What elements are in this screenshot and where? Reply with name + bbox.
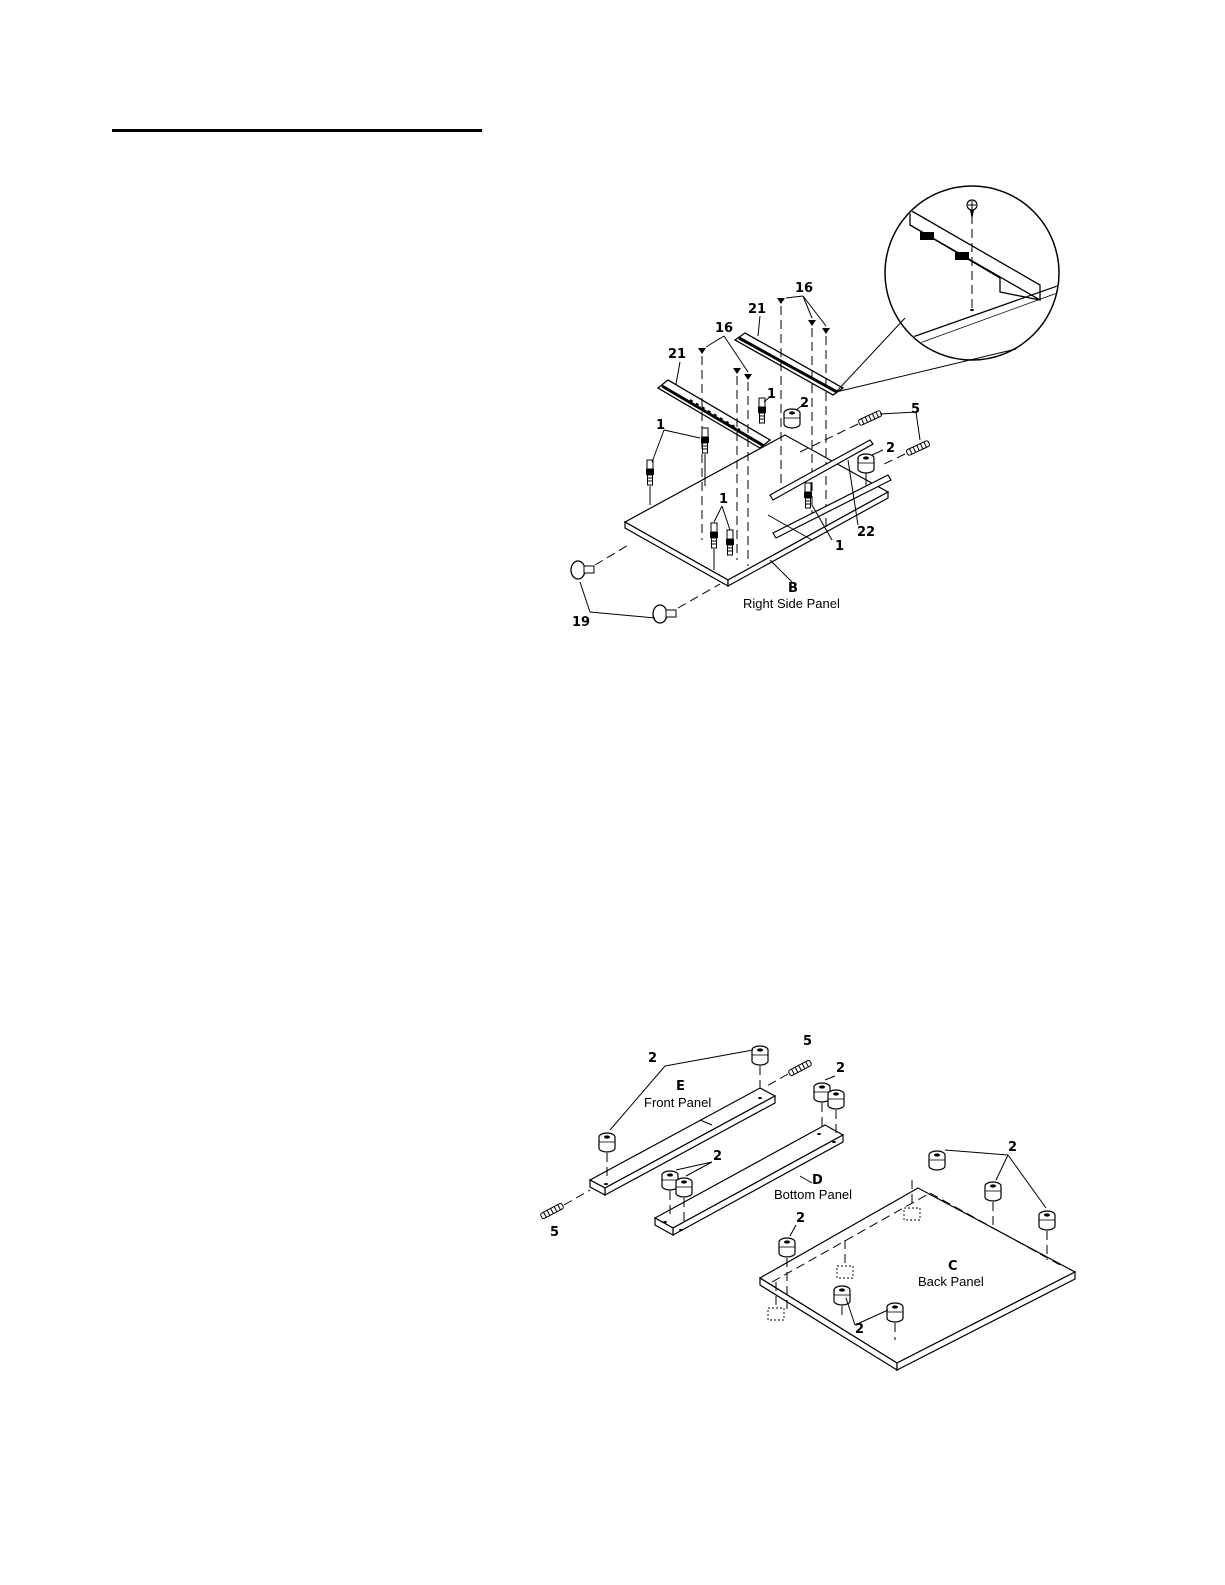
label-1-b: 1 xyxy=(767,387,776,402)
label-16-left: 16 xyxy=(715,321,733,336)
label-2-back-top: 2 xyxy=(1008,1140,1017,1155)
label-2-a: 2 xyxy=(800,396,809,411)
label-5-top: 5 xyxy=(803,1034,812,1049)
label-panel-b-letter: B xyxy=(788,581,798,596)
label-1-a: 1 xyxy=(656,418,665,433)
figure-right-side-panel: 16 16 21 21 1 1 1 1 2 2 5 22 19 B Right … xyxy=(571,186,1060,630)
label-2-front-left: 2 xyxy=(648,1051,657,1066)
label-2-back-left: 2 xyxy=(796,1211,805,1226)
label-19: 19 xyxy=(572,615,590,630)
label-1-d: 1 xyxy=(835,539,844,554)
label-21-left: 21 xyxy=(668,347,686,362)
label-1-c: 1 xyxy=(719,492,728,507)
figure-front-bottom-back-panels: 2 2 2 2 2 2 5 5 E Front Panel D Bottom P… xyxy=(540,1034,1075,1370)
drawer-slide-left xyxy=(658,380,770,448)
label-panel-e-name: Front Panel xyxy=(644,1095,711,1110)
label-22: 22 xyxy=(857,525,875,540)
drawer-slide-right xyxy=(735,333,843,395)
label-panel-b-name: Right Side Panel xyxy=(743,596,840,611)
label-panel-d-letter: D xyxy=(812,1173,823,1188)
label-panel-d-name: Bottom Panel xyxy=(774,1187,852,1202)
label-2-bottom-top: 2 xyxy=(836,1061,845,1076)
label-panel-c-name: Back Panel xyxy=(918,1274,984,1289)
label-2-back-front: 2 xyxy=(855,1322,864,1337)
label-16-right: 16 xyxy=(795,281,813,296)
label-21-right: 21 xyxy=(748,302,766,317)
label-2-bottom-left: 2 xyxy=(713,1149,722,1164)
slide-detail-inset xyxy=(836,186,1060,392)
label-2-b: 2 xyxy=(886,441,895,456)
label-panel-c-letter: C xyxy=(948,1259,958,1274)
label-panel-e-letter: E xyxy=(676,1079,685,1094)
label-5: 5 xyxy=(911,402,920,417)
label-5-bottom: 5 xyxy=(550,1225,559,1240)
